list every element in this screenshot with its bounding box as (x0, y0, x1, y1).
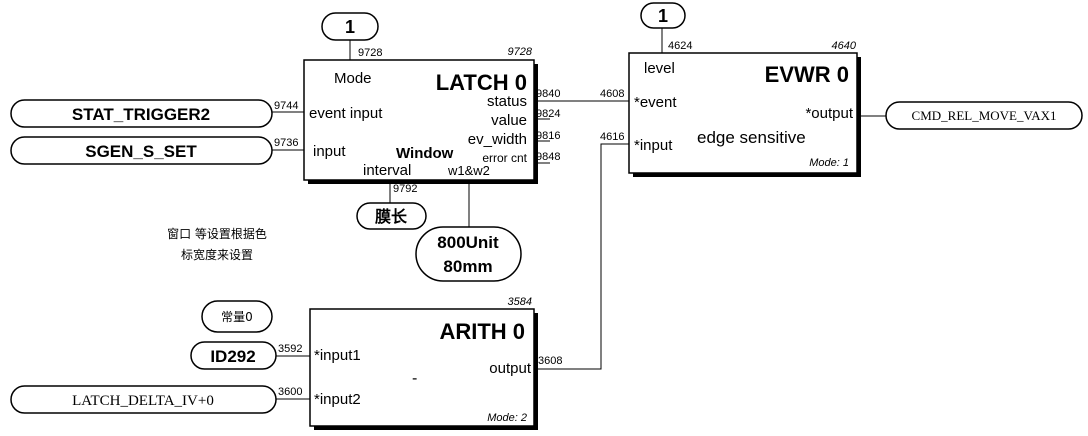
window-value-line1: 800Unit (437, 233, 499, 252)
terminal-latch-delta[interactable]: LATCH_DELTA_IV+0 (10, 385, 277, 414)
terminal-shape (356, 202, 427, 230)
latch-output-status: status (487, 93, 527, 110)
latch-pin-input: 9736 (274, 137, 298, 149)
latch-block-body (303, 59, 535, 181)
evwr-input-event: *event (634, 94, 677, 111)
terminal-shape (415, 226, 522, 282)
evwr-input-input: *input (634, 137, 673, 154)
latch-mode-label: Mode (334, 70, 372, 87)
evwr-level-const-value: 1 (658, 6, 668, 26)
wires (272, 28, 886, 400)
arith-operator: - (412, 370, 417, 387)
terminal-shape (190, 341, 277, 370)
latch-window-label: Window (396, 145, 454, 162)
terminal-sgen-set[interactable]: SGEN_S_SET (10, 136, 273, 165)
arith-block-id: 3584 (508, 296, 532, 308)
terminal-shape (321, 12, 379, 41)
latch-pin-ev-width: 9816 (536, 130, 560, 142)
latch-pin-error-cnt: 9848 (536, 151, 560, 163)
terminal-stat-trigger[interactable]: STAT_TRIGGER2 (10, 99, 273, 128)
arith-input1-label: *input1 (314, 347, 361, 364)
evwr-block-body (628, 52, 858, 174)
latch-pin-status: 9840 (536, 88, 560, 100)
evwr-pin-input: 4616 (600, 131, 624, 143)
latch-input-input: input (313, 143, 346, 160)
evwr-block[interactable]: 4640 4624 level EVWR 0 *event *input 460… (600, 40, 861, 177)
terminal-latch-mode-const[interactable]: 1 (321, 12, 379, 41)
terminal-const-zero[interactable]: 常量0 (201, 300, 273, 333)
arith-title: ARITH 0 (439, 319, 525, 344)
arith-pin-input1: 3592 (278, 343, 302, 355)
arith-mode-text: Mode: 2 (487, 412, 527, 424)
terminal-interval-film[interactable]: 膜长 (356, 202, 427, 230)
interval-film-label: 膜长 (375, 207, 408, 226)
comment-note: 窗口 等设置根据色 标宽度来设置 (167, 227, 267, 262)
evwr-block-id: 4640 (832, 40, 857, 52)
evwr-level-pin: 4624 (668, 40, 692, 52)
latch-output-value: value (491, 112, 527, 129)
note-line1: 窗口 等设置根据色 (167, 227, 267, 241)
arith-block-body (309, 308, 535, 427)
terminal-shape (10, 136, 273, 165)
latch-mode-const-value: 1 (345, 17, 355, 37)
wire-arith-to-input (537, 143, 630, 370)
evwr-title: EVWR 0 (765, 62, 849, 87)
stat-trigger-label: STAT_TRIGGER2 (72, 105, 210, 124)
latch-block-id: 9728 (508, 46, 533, 58)
terminal-id292[interactable]: ID292 (190, 341, 277, 370)
window-value-line2: 80mm (443, 257, 492, 276)
arith-pin-input2: 3600 (278, 386, 302, 398)
latch-interval-label: interval (363, 162, 411, 179)
latch-pin-value: 9824 (536, 108, 560, 120)
terminal-shape (885, 101, 1083, 130)
const-zero-label: 常量0 (221, 310, 253, 324)
arith-input2-label: *input2 (314, 391, 361, 408)
terminal-shape (10, 99, 273, 128)
evwr-level-label: level (644, 60, 675, 77)
latch-window-sub: w1&w2 (447, 163, 490, 178)
arith-output-label: output (489, 360, 532, 377)
terminal-shape (201, 300, 273, 333)
latch-title: LATCH 0 (436, 70, 527, 95)
arith-pin-output: 3608 (538, 355, 562, 367)
id292-label: ID292 (210, 347, 255, 366)
terminal-shape (10, 385, 277, 414)
terminal-shape (640, 2, 686, 29)
latch-input-event: event input (309, 105, 383, 122)
latch-block[interactable]: 9728 9728 Mode LATCH 0 event input input… (274, 46, 560, 195)
terminal-window-value[interactable]: 800Unit 80mm (415, 226, 522, 282)
latch-mode-pin: 9728 (358, 47, 382, 59)
evwr-pin-event: 4608 (600, 88, 624, 100)
terminal-cmd-output[interactable]: CMD_REL_MOVE_VAX1 (885, 101, 1083, 130)
latch-output-error-cnt: error cnt (482, 151, 527, 165)
terminal-evwr-level-const[interactable]: 1 (640, 2, 686, 29)
sgen-set-label: SGEN_S_SET (85, 142, 197, 161)
latch-delta-label: LATCH_DELTA_IV+0 (72, 393, 214, 409)
latch-output-ev-width: ev_width (468, 131, 527, 148)
note-line2: 标宽度来设置 (181, 247, 253, 262)
evwr-mode-text: Mode: 1 (809, 157, 849, 169)
evwr-output-label: *output (805, 105, 853, 122)
evwr-center-text: edge sensitive (697, 128, 806, 147)
latch-pin-event-input: 9744 (274, 100, 298, 112)
cmd-output-label: CMD_REL_MOVE_VAX1 (912, 108, 1057, 123)
latch-pin-interval: 9792 (393, 183, 417, 195)
arith-block[interactable]: 3584 ARITH 0 *input1 *input2 3592 3600 o… (278, 296, 562, 430)
